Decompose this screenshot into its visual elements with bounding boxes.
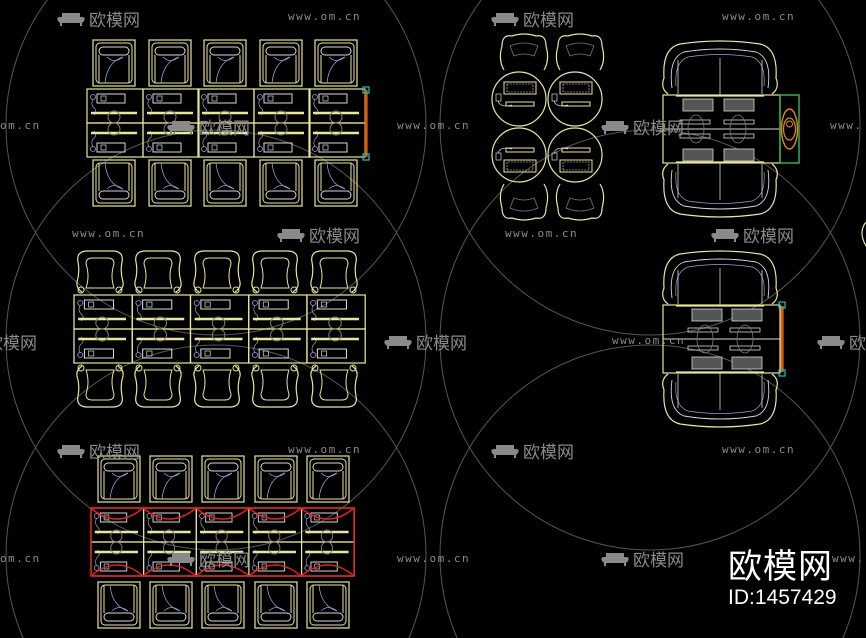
watermark-url-partial: www. <box>830 119 863 132</box>
sofa-logo-icon <box>57 444 85 458</box>
watermark-logo-text: 欧模网 <box>849 334 866 354</box>
sofa-logo-icon <box>601 120 629 134</box>
sofa-logo-icon <box>384 335 412 349</box>
watermark-url: www.om.cn <box>612 334 686 347</box>
watermark-logo: 欧模网 <box>490 438 574 463</box>
sofa-logo-icon <box>57 12 85 26</box>
sofa-logo-icon <box>277 228 305 242</box>
watermark-logo-text: 欧模网 <box>633 551 684 571</box>
watermark-url-partial: om.cn <box>0 552 41 565</box>
brand-id: ID:1457429 <box>728 586 837 609</box>
watermark-logo-text: 欧模网 <box>89 443 140 463</box>
sofa-logo-icon <box>601 552 629 566</box>
watermark-logo: 欧模网 <box>600 114 684 139</box>
watermark-logo-text: 欧模网 <box>743 227 794 247</box>
sofa-logo-icon <box>491 12 519 26</box>
watermark-logo: 欧模网 <box>383 329 467 354</box>
watermark-logo-text: 欧模网 <box>199 119 250 139</box>
layout-round-pods <box>491 33 605 221</box>
sofa-logo-icon <box>167 552 195 566</box>
layout-desk-sofas-cabinet <box>662 40 800 218</box>
watermark-logo: 欧模网 <box>166 114 250 139</box>
watermark-logo: 欧模网 <box>816 329 866 354</box>
watermark-logo-text: 欧模网 <box>416 334 467 354</box>
watermark-logo: 欧模网 <box>56 6 140 31</box>
watermark-logo: 欧模网 <box>276 222 360 247</box>
watermark-logo: 欧模网 <box>56 438 140 463</box>
sofa-logo-icon <box>711 228 739 242</box>
watermark-logo-text: 欧模网 <box>89 11 140 31</box>
watermark-url-partial: om.cn <box>0 119 41 132</box>
watermark-logo: 欧模网 <box>166 546 250 571</box>
watermark-url: www.om.cn <box>288 443 362 456</box>
sofa-logo-icon <box>167 120 195 134</box>
watermark-logo-text: 欧模网 <box>0 334 37 354</box>
watermark-url: www.om.cn <box>505 227 579 240</box>
brand-name: 欧模网 <box>728 547 833 587</box>
watermark-url: www.om.cn <box>397 552 471 565</box>
watermark-logo-text: 欧模网 <box>199 551 250 571</box>
watermark-url: www.om.cn <box>722 443 796 456</box>
sofa-logo-icon <box>817 335 845 349</box>
layout-bench-armchairs-top <box>85 39 370 206</box>
layout-desk-sofas <box>662 250 786 428</box>
watermark-logo: 欧模网 <box>490 6 574 31</box>
watermark-url: www.om.cn <box>397 119 471 132</box>
watermark-logo-text: 欧模网 <box>633 119 684 139</box>
watermark-logo: 欧模网 <box>0 329 37 354</box>
watermark-logo-text: 欧模网 <box>309 227 360 247</box>
layout-bench-scroll-chairs <box>72 250 367 408</box>
watermark-url-partial: www. <box>832 552 865 565</box>
watermark-url: www.om.cn <box>72 227 146 240</box>
brand-stamp: 欧模网 ID:1457429 <box>728 548 837 610</box>
watermark-logo-text: 欧模网 <box>523 11 574 31</box>
watermark-logo: 欧模网 <box>600 546 684 571</box>
sofa-logo-icon <box>491 444 519 458</box>
layout-bench-armchairs-red <box>89 455 356 628</box>
watermark-logo-text: 欧模网 <box>523 443 574 463</box>
watermark-url: www.om.cn <box>722 10 796 23</box>
watermark-url: www.om.cn <box>288 10 362 23</box>
watermark-logo: 欧模网 <box>710 222 794 247</box>
